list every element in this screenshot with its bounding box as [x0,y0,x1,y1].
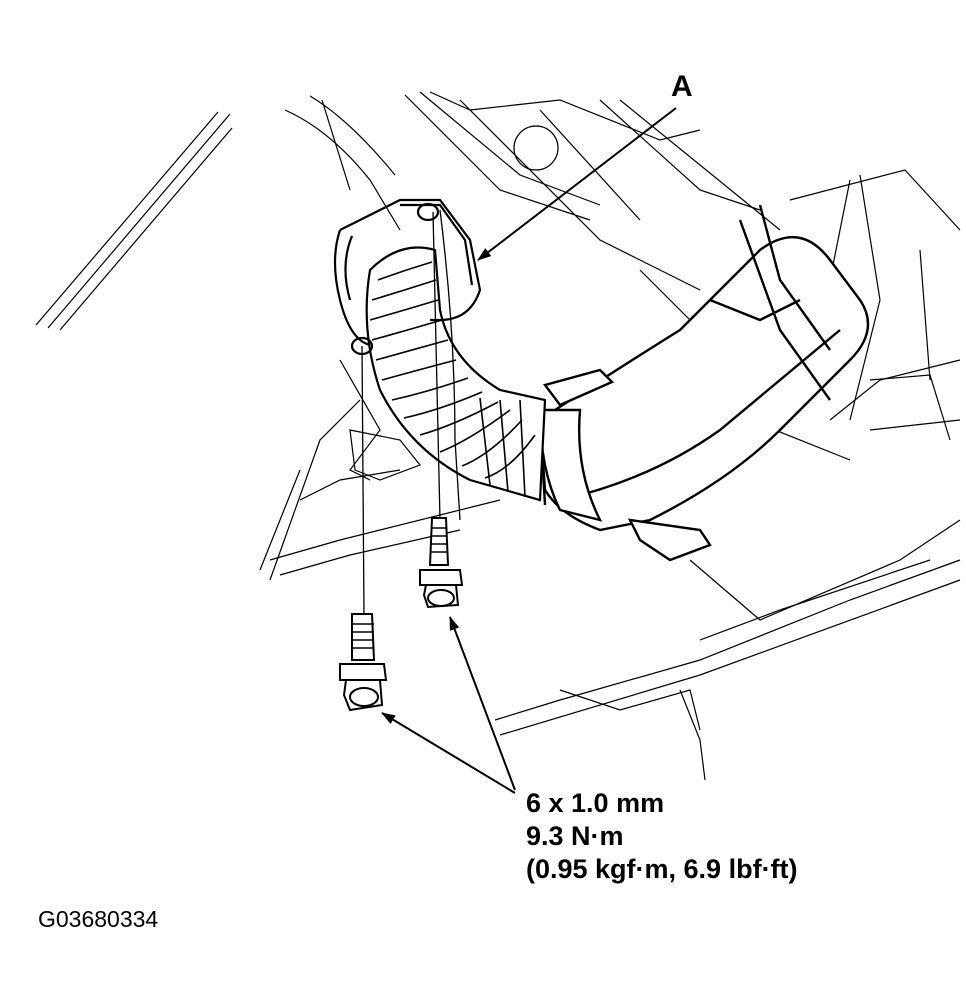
fastener-spec-label: 6 x 1.0 mm 9.3 N·m (0.95 kgf·m, 6.9 lbf·… [526,787,798,886]
background-body-panels [35,91,961,781]
bolt-size-text: 6 x 1.0 mm [526,788,665,818]
callout-label-a: A [671,70,693,103]
leader-arrows [381,107,677,794]
figure-id-text: G03680334 [38,906,159,932]
exhaust-flange [333,198,482,356]
leader-arrow-a [477,107,677,261]
torque-alt-text: (0.95 kgf·m, 6.9 lbf·ft) [526,854,798,884]
leader-arrow-bolt-right [449,616,516,791]
flange-bolt-right [419,517,464,609]
leader-arrow-bolt-left [381,712,516,794]
exhaust-pipe-front [538,204,870,562]
guide-lines [361,209,461,616]
torque-text: 9.3 N·m [526,821,624,851]
flange-bolt-left [339,613,388,712]
flex-pipe-bellows [365,246,547,502]
